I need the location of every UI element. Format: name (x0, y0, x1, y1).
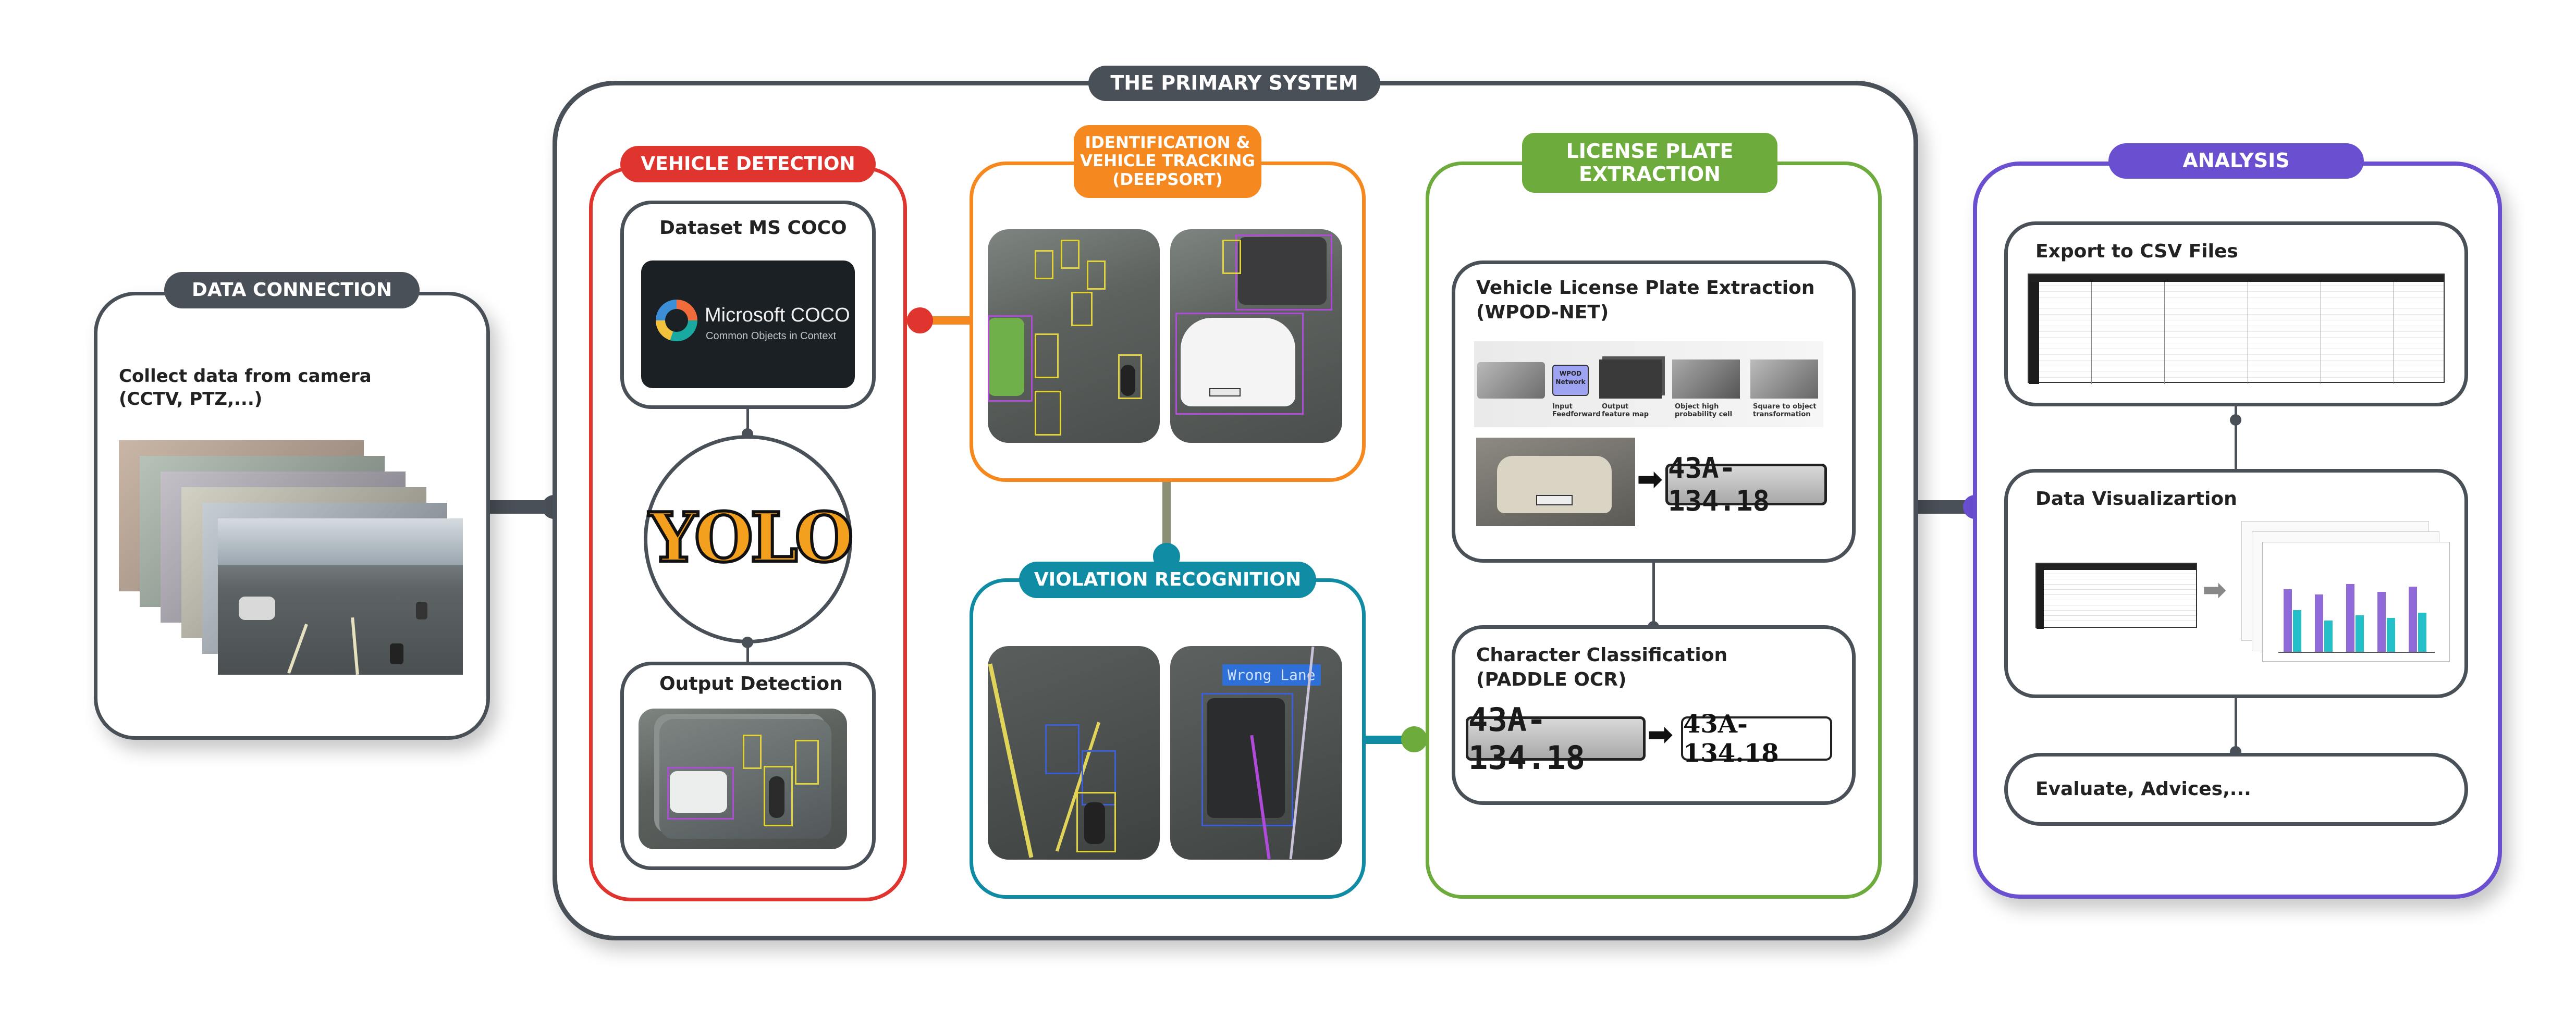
tracking-image-2 (1170, 229, 1342, 443)
connector-node (907, 307, 933, 333)
wpod-step-4: Square to object transformation (1753, 403, 1817, 418)
eval-title: Evaluate, Advices,... (2035, 778, 2251, 800)
wpod-pipeline: WPOD Network Input Feedforward Output fe… (1474, 341, 1823, 427)
viz-table (2035, 563, 2197, 629)
output-detection-image (639, 709, 847, 849)
license-plate-label: LICENSE PLATE EXTRACTION (1522, 133, 1777, 193)
tracking-image-1 (988, 229, 1160, 443)
arrow-icon: ➡ (1637, 461, 1663, 498)
csv-spreadsheet (2028, 274, 2445, 384)
violation-image-1 (988, 646, 1160, 860)
wpod-network-box: WPOD Network (1552, 365, 1589, 396)
extracted-plate: 43A-134.18 (1665, 452, 1827, 517)
tracking-label: IDENTIFICATION & VEHICLE TRACKING (DEEPS… (1074, 125, 1261, 198)
vehicle-detection-label: VEHICLE DETECTION (620, 146, 876, 182)
eval-card (2004, 753, 2468, 826)
wpod-step-3: Object high probability cell (1675, 403, 1733, 418)
connector-yolo-output (746, 643, 749, 664)
violation-image-2: Wrong Lane (1170, 646, 1342, 860)
arrow-icon: ➡ (2202, 573, 2227, 607)
connector-node (2230, 414, 2241, 426)
wpod-title: Vehicle License Plate Extraction (WPOD-N… (1476, 277, 1815, 323)
output-detection-title: Output Detection (659, 673, 843, 694)
connector-csv-viz (2235, 406, 2237, 469)
dataset-title: Dataset MS COCO (659, 217, 847, 239)
coco-logo: Microsoft COCO Common Objects in Context (641, 261, 855, 388)
connector-dataset-yolo (746, 409, 749, 435)
viz-title: Data Visualizartion (2035, 488, 2237, 510)
camera-frame-stack (119, 440, 463, 680)
analysis-label: ANALYSIS (2108, 143, 2364, 179)
wrong-lane-tag: Wrong Lane (1222, 664, 1321, 686)
ocr-result: 43A-134.18 (1681, 710, 1832, 768)
data-connection-label: DATA CONNECTION (164, 272, 420, 308)
violation-label: VIOLATION RECOGNITION (1019, 562, 1316, 598)
data-connection-text: Collect data from camera (CCTV, PTZ,...) (119, 366, 372, 410)
ocr-input-plate: 43A-134.18 (1466, 701, 1646, 777)
connector-tracking-violation (1162, 482, 1171, 555)
connector-node (1401, 726, 1427, 752)
connector-wpod-ocr (1652, 563, 1655, 628)
viz-chart-stack (2241, 521, 2450, 662)
wpod-step-1: Input Feedforward (1552, 403, 1601, 418)
yolo-logo: YOLO (647, 496, 855, 579)
connector-node (742, 637, 753, 648)
arrow-icon: ➡ (1647, 716, 1674, 753)
ocr-title: Character Classification (PADDLE OCR) (1476, 644, 1728, 690)
coco-tagline: Common Objects in Context (706, 330, 837, 342)
yolo-circle (644, 435, 852, 643)
coco-brand: Microsoft COCO (705, 304, 850, 326)
csv-title: Export to CSV Files (2035, 241, 2238, 262)
primary-system-label: THE PRIMARY SYSTEM (1088, 66, 1380, 101)
wpod-car-image (1476, 438, 1635, 526)
ocr-card (1452, 625, 1856, 805)
connector-viz-eval (2235, 698, 2237, 755)
wpod-step-2: Output feature map (1602, 403, 1649, 418)
